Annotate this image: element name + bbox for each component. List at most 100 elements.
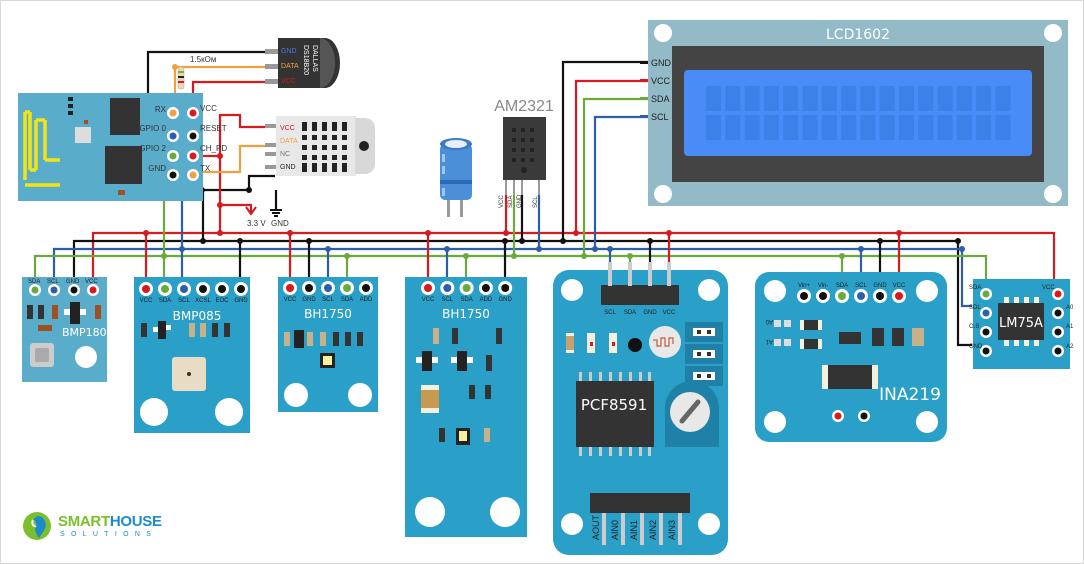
dht-pin-label: VCC (280, 125, 295, 132)
ds18b20-sensor: GND DATA VCC DALLAS DS18B20 (265, 38, 340, 88)
lcd-cell (744, 115, 760, 140)
lcd-cell (918, 115, 934, 140)
lm75a-pin-label: A0 (1066, 305, 1074, 311)
pin-hole (180, 285, 188, 293)
lm75a-pin-label: O.S (969, 324, 979, 330)
bmp180-pin-label: SDA (28, 279, 40, 285)
smarthouse-logo: SMARTHOUSE SOLUTIONS (22, 510, 182, 545)
lm75a-pin-label: SDL (969, 305, 981, 311)
lm75a-pin-label: GND (969, 344, 983, 350)
lcd-cell (956, 86, 972, 111)
sda-bus (33, 254, 988, 288)
pcf8591-pin-label: VCC (663, 310, 676, 316)
pin-label: ADD (360, 297, 373, 303)
capacitor-icon (440, 138, 472, 217)
lcd-cell (802, 115, 818, 140)
pcf8591-pin-label: AIN1 (629, 520, 639, 540)
pcf8591-title: PCF8591 (581, 396, 647, 414)
pcf8591-pin-label: AOUT (591, 514, 601, 540)
logo-icon (23, 512, 51, 540)
bmp180-title: BMP180 (62, 326, 107, 339)
pin-hole (838, 292, 846, 300)
logo-name-part2: HOUSE (109, 513, 162, 530)
lcd-cell (937, 115, 953, 140)
pin-hole (142, 285, 150, 293)
esp-pin-label: GPIO 0 (139, 124, 166, 133)
lcd-cell (841, 86, 857, 111)
lcd-cell (956, 115, 972, 140)
vcc-arrow-icon (245, 206, 257, 216)
lcd1602-title: LCD1602 (826, 27, 890, 43)
lcd-cell (918, 86, 934, 111)
pin-label: SDA (159, 298, 171, 304)
bmp180-module: SDA SCL GND VCC BMP180 (22, 277, 107, 382)
vcc-power-label: 3.3 V (247, 219, 266, 228)
ds18b20-pin-label: GND (281, 48, 297, 55)
esp-pin-label: GPIO 2 (139, 144, 166, 153)
antenna-icon (23, 110, 60, 187)
lcd-cell (763, 115, 779, 140)
lcd-pin-label: SDA (651, 94, 670, 104)
lcd-cell (860, 86, 876, 111)
pcf8591-module: SCL SDA GND VCC PCF8591 AOUT AIN0 AIN1 A… (553, 262, 728, 555)
pin-hole (876, 292, 884, 300)
lm75a-title: LM75A (999, 316, 1043, 331)
lcd1602-display: LCD1602 GND VCC SDA SCL (640, 20, 1068, 206)
pin-hole (286, 284, 294, 292)
ds18b20-model: DS18B20 (302, 45, 309, 75)
dht-pin-label: DATA (280, 138, 298, 145)
lcd-cell (783, 115, 799, 140)
pin-hole (161, 285, 169, 293)
ds18b20-pin-label: DATA (281, 63, 299, 70)
lcd-cell (879, 115, 895, 140)
am2321-pin-label: SDA (508, 196, 514, 208)
pin-label: SDA (460, 297, 472, 303)
am2321-pin-label: VCC (499, 195, 505, 208)
lcd-cell (706, 115, 721, 140)
pcf8591-pin-label: SCL (604, 310, 616, 316)
lcd-cell (783, 86, 799, 111)
lcd-pin-label: VCC (651, 76, 671, 86)
lcd-cell (821, 86, 837, 111)
pin-hole (819, 292, 827, 300)
pin-label: SCL (178, 298, 190, 304)
am2321-pin-label: SCL (533, 196, 539, 208)
esp-pin-label: TX (200, 164, 211, 173)
bmp085-title: BMP085 (173, 309, 222, 323)
ds18b20-pin-label: VCC (281, 78, 296, 85)
esp-pins (167, 107, 199, 181)
esp-pin-label: CH_PD (200, 144, 227, 153)
lcd-cell (706, 86, 721, 111)
lcd-cell (976, 115, 992, 140)
lcd-cell (725, 115, 741, 140)
logo-name-part1: SMART (58, 513, 110, 530)
power-symbols: 3.3 V GND (245, 206, 289, 228)
pin-label: ADD (480, 297, 493, 303)
pin-hole (462, 284, 471, 292)
esp-pin-label: GND (148, 164, 166, 173)
pin-label: SCL (322, 297, 334, 303)
pcf8591-pin-label: SDA (624, 310, 636, 316)
lcd-cell (995, 86, 1011, 111)
lm75a-pin-label: A2 (1066, 344, 1074, 350)
esp8266-module: RX GPIO 0 GPIO 2 GND VCC RESET CH_PD TX (18, 93, 227, 201)
pin-hole (857, 292, 865, 300)
esp-pin-label: RESET (200, 124, 227, 133)
dht-pin-label: GND (280, 164, 296, 171)
bh1750-a-title: BH1750 (304, 307, 352, 321)
logo-subtitle: SOLUTIONS (60, 531, 158, 538)
pin-label: SCL (441, 297, 453, 303)
lcd-pin-label: GND (651, 58, 672, 68)
lm75a-pin-label: VCC (1042, 285, 1055, 291)
bmp180-pin-label: SCL (47, 279, 59, 285)
lcd-cell (899, 115, 914, 140)
lcd-cell (899, 86, 914, 111)
resistor-label: 1.5кОм (190, 55, 216, 64)
logo-name: SMARTHOUSE (58, 513, 162, 530)
lm75a-pin-label: SDA (969, 285, 981, 291)
pin-label: GND (873, 283, 887, 289)
dht-sensor: VCC DATA NC GND (265, 116, 375, 176)
pin-label: XCSL (195, 298, 211, 304)
